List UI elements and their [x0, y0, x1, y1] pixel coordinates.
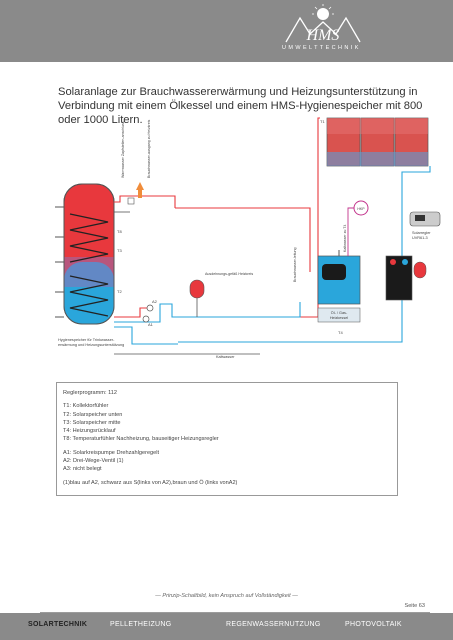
- sensor-t2-label: T2: [117, 289, 122, 294]
- regler-program: Reglerprogramm: 112: [63, 390, 117, 396]
- sensor-t4-label: T4: [338, 330, 343, 335]
- page-title: Solaranlage zur Brauchwassererwärmung un…: [58, 86, 423, 126]
- footer-nav: SOLARTECHNIK PELLETHEIZUNG REGENWASSERNU…: [0, 613, 453, 640]
- footer-item-regenwassernutzung[interactable]: REGENWASSERNUTZUNG: [226, 621, 321, 628]
- footnote: — Prinzip-Schaltbild, kein Anspruch auf …: [155, 593, 298, 599]
- label-brauchwasser-leitung: Brauchwasser-leitung: [293, 247, 297, 282]
- label-ausdehnung: Ausdehnungs-gefäß Heizkreis: [205, 272, 253, 276]
- sensor-t8-label: T8: [117, 229, 122, 234]
- label-kaltwasser-zu: Kaltwasser zu T4: [343, 225, 347, 253]
- boiler-label-2: Heizkessel: [330, 316, 349, 320]
- boiler-label-1: Öl- / Gas-: [331, 311, 348, 315]
- controller-label-2: UVR61-3: [412, 236, 428, 240]
- sensor-a1-label: A1: [148, 322, 154, 327]
- sensor-t1-label: T1: [320, 119, 325, 124]
- solar-controller: Solarregler UVR61-3: [409, 211, 441, 240]
- sensor-t3-label: T3: [117, 248, 122, 253]
- label-brauchwasser: Brauchwasser-ausgang zu Heizkreis: [147, 119, 151, 178]
- svg-text:HMS: HMS: [306, 27, 340, 44]
- storage-tank: [55, 183, 115, 325]
- t-line: T8: Temperaturfühler Nachheizung, bausei…: [63, 436, 219, 443]
- sensor-a2-label: A2: [152, 299, 158, 304]
- tank-label-2: erwärmung und Heizungsunterstützung: [58, 343, 124, 347]
- t-line: T4: Heizungsrücklauf: [63, 428, 116, 435]
- header-band: [0, 0, 453, 62]
- hkp-label: HKP: [357, 207, 365, 211]
- footer-item-solartechnik[interactable]: SOLARTECHNIK: [28, 621, 88, 628]
- a-line: A2: Drei-Wege-Ventil (1): [63, 458, 124, 465]
- label-warmwasser: Warmwasser Zapfstellen-anschluss: [121, 121, 125, 178]
- tank-label-1: Hygienespeicher für Trinkwasser-: [58, 338, 115, 342]
- regler-note: (1)blau auf A2, schwarz aus S(links von …: [63, 479, 238, 486]
- footer-item-pelletheizung[interactable]: PELLETHEIZUNG: [110, 621, 172, 628]
- a-line: A1: Solarkreispumpe Drehzahlgeregelt: [63, 449, 160, 456]
- t-line: T3: Solarspeicher mitte: [63, 419, 121, 426]
- boiler: Öl- / Gas- Heizkessel: [317, 255, 361, 323]
- label-kaltwasser: Kaltwasser: [216, 355, 235, 359]
- solar-collectors: [326, 117, 429, 167]
- footer-divider: [40, 612, 430, 613]
- regler-info-box: Reglerprogramm: 112 T1: Kollektorfühler …: [56, 382, 398, 496]
- page-number: Seite 63: [404, 603, 425, 609]
- a-line: A3: nicht belegt: [63, 466, 102, 473]
- controller-label-1: Solarregler: [412, 231, 431, 235]
- t-line: T2: Solarspeicher unten: [63, 411, 123, 418]
- schematic-diagram: T1 T8 T3 T2 A2 A1 T4 Warmwasser Zapfstel…: [55, 117, 441, 359]
- footer-item-photovoltaik[interactable]: PHOTOVOLTAIK: [345, 621, 402, 628]
- logo-subtitle: UMWELTTECHNIK: [282, 45, 361, 51]
- t-line: T1: Kollektorfühler: [63, 403, 109, 410]
- hms-logo-icon: HMS: [285, 4, 361, 44]
